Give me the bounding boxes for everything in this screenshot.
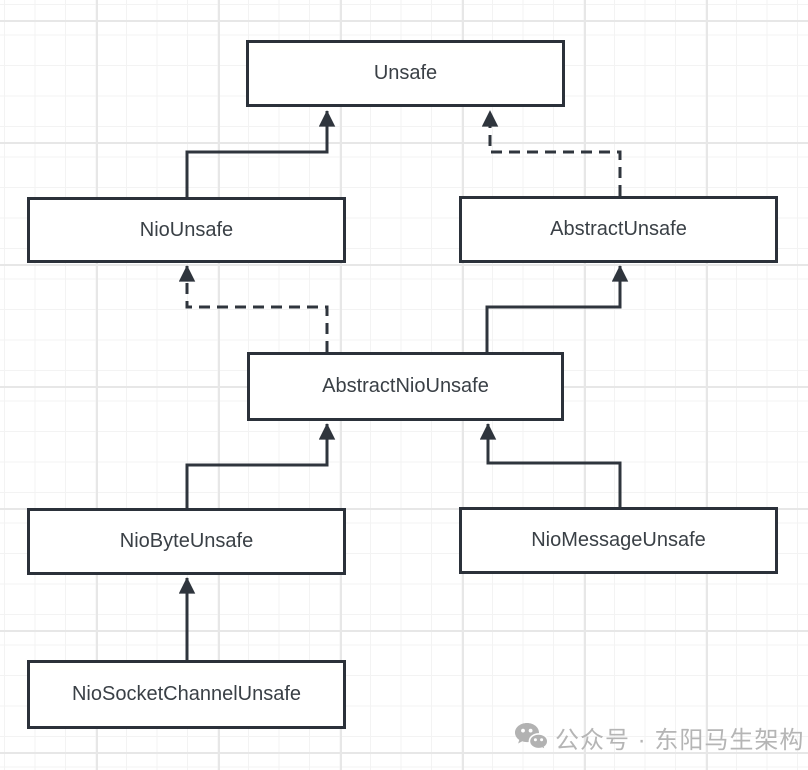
edge-niobyteunsafe-to-abstractniounsafe bbox=[185, 423, 336, 508]
node-nio-unsafe: NioUnsafe bbox=[27, 197, 346, 263]
node-unsafe-label: Unsafe bbox=[373, 62, 438, 84]
node-abstract-unsafe-label: AbstractUnsafe bbox=[550, 218, 687, 240]
watermark-text: 公众号 · 东阳马生架构 bbox=[555, 727, 805, 754]
node-unsafe: Unsafe bbox=[246, 40, 565, 107]
watermark: 公众号 · 东阳马生架构 bbox=[514, 720, 804, 755]
edge-abstractniounsafe-to-niounsafe bbox=[178, 265, 329, 352]
node-nio-socket-channel-unsafe-label: NioSocketChannelUnsafe bbox=[71, 683, 302, 705]
wechat-icon bbox=[515, 723, 548, 752]
node-abstract-nio-unsafe: AbstractNioUnsafe bbox=[247, 352, 564, 421]
node-abstract-unsafe: AbstractUnsafe bbox=[459, 196, 778, 263]
node-abstract-nio-unsafe-label: AbstractNioUnsafe bbox=[322, 375, 489, 397]
node-nio-socket-channel-unsafe: NioSocketChannelUnsafe bbox=[27, 660, 346, 729]
edge-niomessageunsafe-to-abstractniounsafe bbox=[479, 423, 622, 507]
edge-niounsafe-to-unsafe bbox=[185, 110, 336, 197]
node-nio-byte-unsafe: NioByteUnsafe bbox=[27, 508, 346, 575]
node-nio-message-unsafe-label: NioMessageUnsafe bbox=[531, 529, 706, 551]
node-nio-message-unsafe: NioMessageUnsafe bbox=[459, 507, 778, 574]
edge-abstractunsafe-to-unsafe bbox=[481, 110, 622, 196]
node-nio-unsafe-label: NioUnsafe bbox=[139, 218, 234, 241]
edge-abstractniounsafe-to-abstractunsafe bbox=[485, 265, 629, 352]
node-nio-byte-unsafe-label: NioByteUnsafe bbox=[119, 530, 254, 552]
